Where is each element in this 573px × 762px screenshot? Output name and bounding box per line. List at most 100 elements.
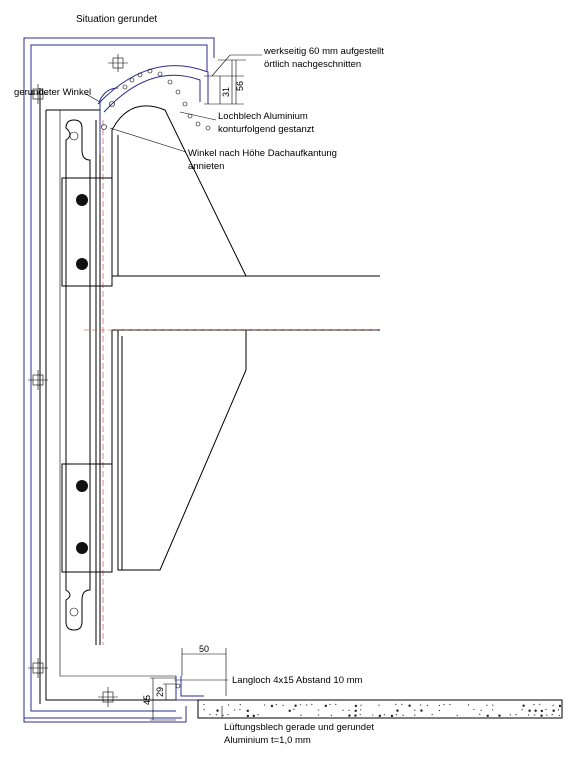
concrete-speck — [438, 704, 440, 707]
concrete-speck — [348, 709, 350, 711]
concrete-speck — [293, 708, 295, 711]
concrete-speck — [498, 714, 501, 717]
concrete-speck — [521, 708, 523, 711]
concrete-speck — [300, 714, 302, 716]
concrete-speck — [234, 709, 236, 711]
concrete-speck — [540, 709, 544, 713]
concrete-speck — [486, 704, 488, 706]
concrete-speck — [552, 704, 554, 706]
frame-bolt-left-mid — [28, 370, 48, 390]
concrete-speck — [330, 714, 332, 717]
concrete-speck — [246, 714, 250, 718]
bottom-dimension-block — [150, 648, 227, 721]
upper-console — [61, 177, 113, 287]
concrete-speck — [348, 714, 351, 717]
leader-lines — [85, 54, 262, 718]
label-winkel-2: annieten — [188, 161, 224, 172]
vertical-rail — [65, 119, 104, 645]
concrete-speck — [203, 709, 205, 711]
concrete-speck — [545, 708, 547, 711]
concrete-speck — [396, 709, 399, 712]
concrete-speck — [515, 714, 517, 716]
concrete-speck — [359, 709, 362, 711]
concrete-speck — [299, 704, 302, 706]
outer-cladding-frame — [23, 37, 215, 723]
frame-bolt-top — [108, 54, 128, 72]
concrete-speck — [395, 714, 397, 716]
frame-bolt-left-bottom — [28, 658, 48, 678]
concrete-speck — [372, 714, 374, 716]
substructure-outline — [39, 88, 180, 704]
concrete-speck — [329, 703, 331, 706]
rounded-angle — [99, 87, 119, 155]
concrete-speck — [395, 703, 397, 705]
concrete-speck — [558, 714, 560, 717]
concrete-speck — [401, 703, 403, 706]
concrete-speck — [383, 714, 385, 716]
concrete-speck — [318, 709, 320, 711]
concrete-speck — [443, 703, 445, 706]
label-werkseitig-2: örtlich nachgeschnitten — [264, 59, 361, 70]
concrete-speck — [420, 704, 422, 706]
concrete-speck — [203, 703, 205, 706]
label-lueftung-2: Aluminium t=1,0 mm — [224, 735, 311, 746]
concrete-speck — [539, 703, 541, 705]
concrete-speck — [492, 704, 494, 706]
concrete-speck — [228, 704, 230, 706]
concrete-speck — [354, 709, 357, 712]
concrete-speck — [534, 709, 537, 712]
concrete-speck — [408, 704, 411, 707]
concrete-speck — [473, 708, 475, 711]
concrete-speck — [528, 709, 531, 712]
lower-console — [61, 463, 113, 573]
concrete-speck — [306, 704, 308, 706]
concrete-speck — [540, 714, 543, 717]
concrete-speck — [486, 714, 489, 717]
concrete-speck — [491, 709, 494, 711]
concrete-speck — [551, 714, 553, 716]
concrete-speck — [438, 709, 440, 712]
concrete-speck — [522, 704, 525, 707]
concrete-speck — [227, 713, 229, 716]
label-langloch: Langloch 4x15 Abstand 10 mm — [232, 675, 363, 686]
concrete-speck — [558, 704, 562, 708]
concrete-speck — [449, 703, 451, 706]
label-lochblech-1: Lochblech Aluminium — [218, 111, 308, 122]
concrete-speck — [222, 714, 224, 716]
concrete-speck — [257, 714, 259, 716]
concrete-speck — [246, 709, 249, 713]
concrete-speck — [252, 714, 256, 718]
concrete-speck — [354, 704, 358, 708]
label-lueftung-1: Lüftungsblech gerade und gerundet — [224, 722, 374, 733]
concrete-speck — [528, 714, 530, 716]
roof-slab — [84, 275, 380, 331]
concrete-speck — [324, 704, 328, 708]
label-werkseitig-1: werkseitig 60 mm aufgestellt — [263, 46, 384, 57]
concrete-speck — [414, 709, 416, 711]
concrete-speck — [420, 709, 423, 712]
concrete-speck — [456, 714, 458, 716]
parapet-lower — [111, 330, 247, 571]
dimension-29: 29 — [155, 687, 165, 697]
concrete-speck — [546, 714, 548, 716]
concrete-speck — [275, 704, 277, 706]
concrete-speck — [294, 704, 297, 707]
concrete-speck — [480, 709, 482, 711]
concrete-speck — [557, 709, 560, 711]
frame-bolt-bottom — [98, 687, 118, 707]
concrete-speck — [533, 703, 535, 706]
ventilation-sheet — [175, 676, 204, 701]
dimension-56: 56 — [235, 81, 245, 91]
concrete-speck — [426, 704, 428, 707]
concrete-speck — [359, 714, 361, 716]
concrete-slab — [197, 699, 563, 719]
concrete-speck — [534, 714, 536, 716]
concrete-speck — [288, 709, 291, 712]
concrete-speck — [270, 704, 274, 708]
concrete-speck — [216, 709, 219, 712]
concrete-speck — [335, 703, 337, 705]
concrete-speck — [378, 714, 382, 718]
dimension-50: 50 — [199, 644, 209, 654]
concrete-speck — [239, 708, 241, 711]
concrete-speck — [342, 709, 344, 711]
